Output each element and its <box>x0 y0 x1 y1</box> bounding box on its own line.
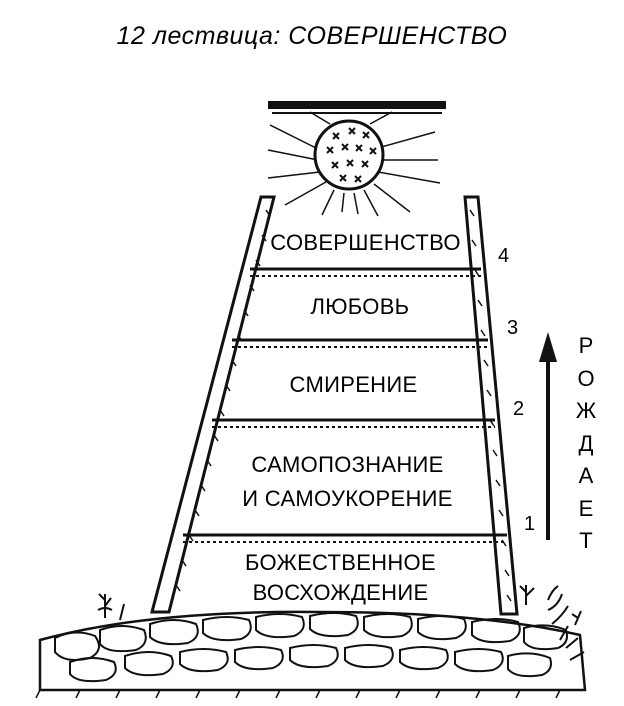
ladder-rungs <box>183 267 507 543</box>
rung-label-lyubov: ЛЮБОВЬ <box>232 294 488 320</box>
vertical-letter: Р <box>578 333 594 358</box>
vertical-letter: Е <box>578 495 594 521</box>
vertical-letter: Ж <box>575 398 597 423</box>
page-title: 12 лествица: СОВЕРШЕНСТВО <box>116 22 508 50</box>
rung-2 <box>212 418 495 428</box>
vertical-letter: Т <box>579 528 593 553</box>
rung-label-line: БОЖЕСТВЕННОЕ <box>245 550 436 575</box>
vertical-label-rozhdaet: Р О Ж Д А Е Т <box>574 330 598 558</box>
vertical-letter: А <box>578 463 594 488</box>
step-number-2: 2 <box>513 398 525 420</box>
rung-label-line: И САМОУКОРЕНИЕ <box>242 486 453 511</box>
rung-label-samopoznanie: САМОПОЗНАНИЕ И САМОУКОРЕНИЕ <box>195 448 500 516</box>
top-bar <box>268 101 446 114</box>
stone-ground <box>35 610 587 699</box>
sun-icon <box>267 111 441 217</box>
step-number-3: 3 <box>507 317 519 339</box>
rung-label-line: ВОСХОЖДЕНИЕ <box>252 580 429 605</box>
rung-label-line: СМИРЕНИЕ <box>289 372 418 397</box>
step-number-1: 1 <box>524 513 536 535</box>
rung-4 <box>250 267 481 277</box>
rung-label-sovershenstvo: СОВЕРШЕНСТВО <box>250 230 481 256</box>
step-number-4: 4 <box>498 245 510 267</box>
up-arrow-icon <box>539 332 557 540</box>
rung-label-line: САМОПОЗНАНИЕ <box>251 452 444 477</box>
rung-label-smirenie: СМИРЕНИЕ <box>212 372 495 398</box>
vertical-letter: Д <box>578 430 594 456</box>
rung-label-line: ЛЮБОВЬ <box>310 294 410 319</box>
grass-icon <box>97 585 585 661</box>
ladder-rails <box>150 195 519 616</box>
rung-label-line: СОВЕРШЕНСТВО <box>270 230 461 255</box>
vertical-letter: О <box>577 365 595 391</box>
rung-label-bozhestvennoe: БОЖЕСТВЕННОЕ ВОСХОЖДЕНИЕ <box>178 548 503 608</box>
rung-1 <box>183 533 507 543</box>
rung-3 <box>232 338 488 348</box>
